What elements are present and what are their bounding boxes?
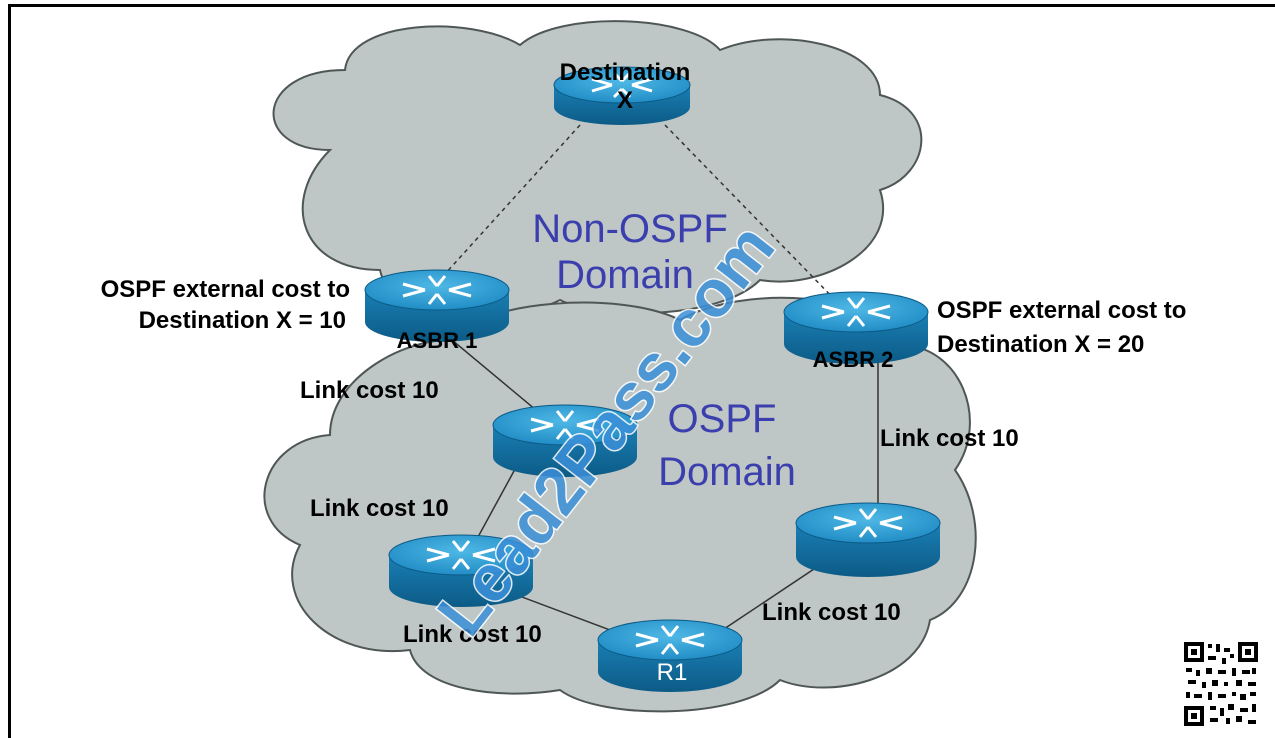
- asbr2-cost-line1: OSPF external cost to: [937, 297, 1186, 324]
- destination-label-line2: X: [617, 87, 633, 114]
- qr-code-icon: [1182, 640, 1260, 728]
- router-arrows-icon: [402, 275, 472, 305]
- router-r1[interactable]: [597, 619, 743, 692]
- router-left[interactable]: [388, 534, 534, 607]
- router-asbr1[interactable]: [364, 269, 510, 342]
- link-cost-asbr2-right: Link cost 10: [880, 425, 1019, 452]
- link-cost-left-r1: Link cost 10: [403, 621, 542, 648]
- non-ospf-domain-line2: Domain: [556, 253, 694, 297]
- ospf-domain-line2: Domain: [658, 450, 796, 494]
- link-cost-asbr1-mid: Link cost 10: [300, 377, 439, 404]
- asbr2-cost-line2: Destination X = 20: [937, 331, 1144, 358]
- router-arrows-icon: [426, 540, 496, 570]
- router-arrows-icon: [821, 297, 891, 327]
- destination-label-line1: Destination: [560, 59, 691, 86]
- link-cost-mid-left: Link cost 10: [310, 495, 449, 522]
- asbr1-cost-line2: Destination X = 10: [139, 307, 346, 334]
- router-arrows-icon: [833, 508, 903, 538]
- router-right[interactable]: [795, 502, 941, 577]
- router-arrows-icon: [635, 625, 705, 655]
- router-middle[interactable]: [492, 404, 638, 477]
- router-arrows-icon: [591, 71, 653, 99]
- asbr2-label: ASBR 2: [813, 347, 894, 372]
- router-destination[interactable]: [553, 66, 691, 125]
- router-arrows-icon: [530, 410, 600, 440]
- asbr1-cost-line1: OSPF external cost to: [101, 276, 350, 303]
- non-ospf-domain-line1: Non-OSPF: [532, 207, 728, 251]
- ospf-domain-line1: OSPF: [668, 397, 777, 441]
- image-frame: [8, 4, 1275, 738]
- asbr1-label: ASBR 1: [397, 328, 478, 353]
- router-asbr2[interactable]: [783, 291, 929, 364]
- r1-label: R1: [657, 659, 688, 686]
- external-links: [434, 124, 841, 306]
- link-cost-right-r1: Link cost 10: [762, 599, 901, 626]
